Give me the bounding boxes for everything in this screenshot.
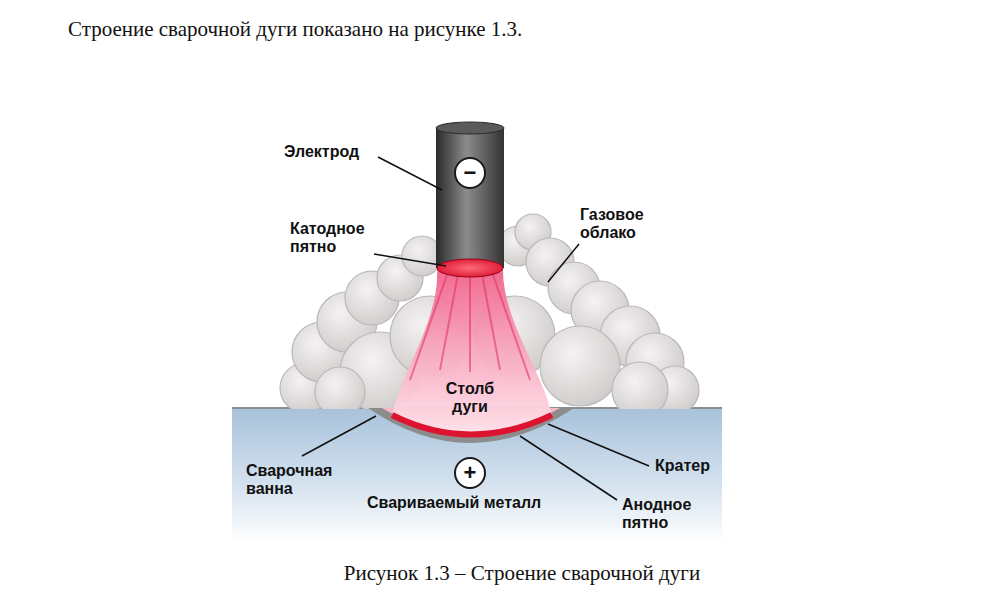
arc-streak — [492, 272, 530, 380]
sign-text: + — [464, 462, 477, 484]
part-label: Катодное пятно — [290, 220, 365, 256]
anode-spot — [392, 415, 552, 435]
part-label: Анодное пятно — [622, 496, 691, 532]
cloud-puff — [540, 326, 620, 406]
arc-streak — [440, 274, 458, 370]
plus-sign: + — [454, 457, 486, 489]
leader-line — [302, 416, 376, 456]
cathode-spot — [437, 259, 503, 277]
leader-lines — [302, 157, 649, 500]
part-label: Столб дуги — [446, 380, 494, 416]
intro-sentence: Строение сварочной дуги показано на рису… — [68, 16, 522, 42]
electrode-top — [436, 122, 504, 134]
leader-line — [548, 244, 579, 282]
part-label: Газовое облако — [580, 206, 644, 242]
arc-streak — [469, 275, 471, 372]
part-label: Свариваемый металл — [367, 494, 541, 512]
leader-line — [520, 436, 617, 500]
arc-streaks — [410, 272, 530, 380]
leader-line — [548, 424, 649, 466]
minus-sign: − — [454, 157, 486, 189]
sign-text: − — [464, 162, 477, 184]
cloud-puff — [612, 362, 668, 409]
arc-column — [392, 268, 552, 435]
electrode — [436, 128, 504, 268]
part-label: Кратер — [655, 457, 710, 475]
figure-caption: Рисунок 1.3 – Строение сварочной дуги — [344, 560, 700, 586]
part-label: Электрод — [284, 143, 359, 161]
cloud-puff — [315, 367, 365, 409]
arc-streak — [410, 272, 448, 380]
leader-line — [378, 157, 442, 190]
leader-line — [374, 254, 446, 266]
part-label: Сварочная ванна — [246, 462, 332, 498]
